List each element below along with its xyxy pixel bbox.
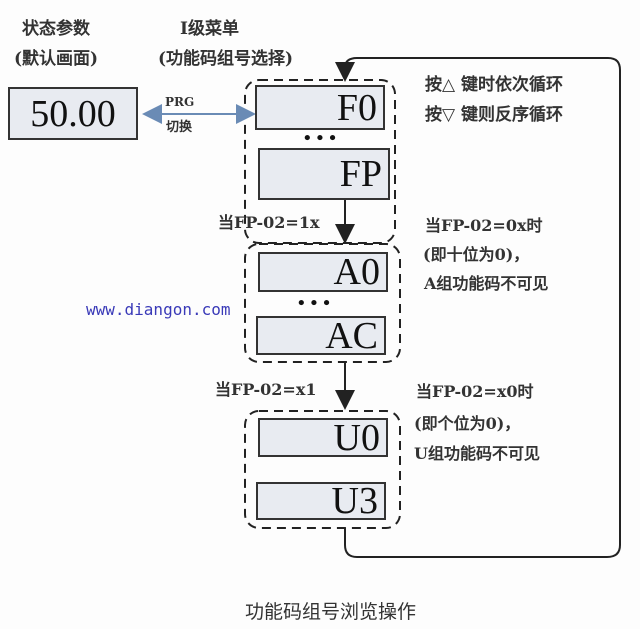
a-note-line: 当FP-02=0x时 <box>425 216 543 235</box>
condition-to-a: 当FP-02=1x <box>218 213 320 232</box>
status-header-subtitle: (默认画面) <box>14 49 99 69</box>
watermark: www.diangon.com <box>86 300 231 319</box>
a-note-line: (即十位为0)， <box>423 245 530 264</box>
u-note-line: (即个位为0)， <box>414 414 521 433</box>
key-note-down: 按▽ 键则反序循环 <box>425 105 563 125</box>
a-note-line: A组功能码不可见 <box>424 274 549 293</box>
status-header-title: 状态参数 <box>22 19 90 39</box>
ellipsis-dots: ••• <box>302 128 340 149</box>
status-display: 50.00 <box>8 87 138 140</box>
display-f0: F0 <box>255 85 385 130</box>
prg-label: PRG <box>165 95 195 109</box>
display-u3: U3 <box>256 482 386 520</box>
display-a0: A0 <box>258 252 388 292</box>
u-note-line: 当FP-02=x0时 <box>416 382 534 401</box>
group-a-frame <box>244 243 401 363</box>
menu-header-title: I级菜单 <box>180 19 239 39</box>
display-u0: U0 <box>258 418 388 457</box>
condition-to-u: 当FP-02=x1 <box>215 380 317 399</box>
u-note-line: U组功能码不可见 <box>414 444 540 463</box>
menu-header-subtitle: (功能码组号选择) <box>158 49 294 69</box>
loop-back-arrow <box>335 57 621 558</box>
display-fp: FP <box>258 148 390 200</box>
ellipsis-dots: ••• <box>296 293 334 314</box>
key-note-up: 按△ 键时依次循环 <box>425 75 563 95</box>
display-ac: AC <box>256 316 386 355</box>
switch-label: 切换 <box>166 120 193 135</box>
diagram-caption: 功能码组号浏览操作 <box>245 601 417 623</box>
group-u-frame <box>244 410 401 529</box>
